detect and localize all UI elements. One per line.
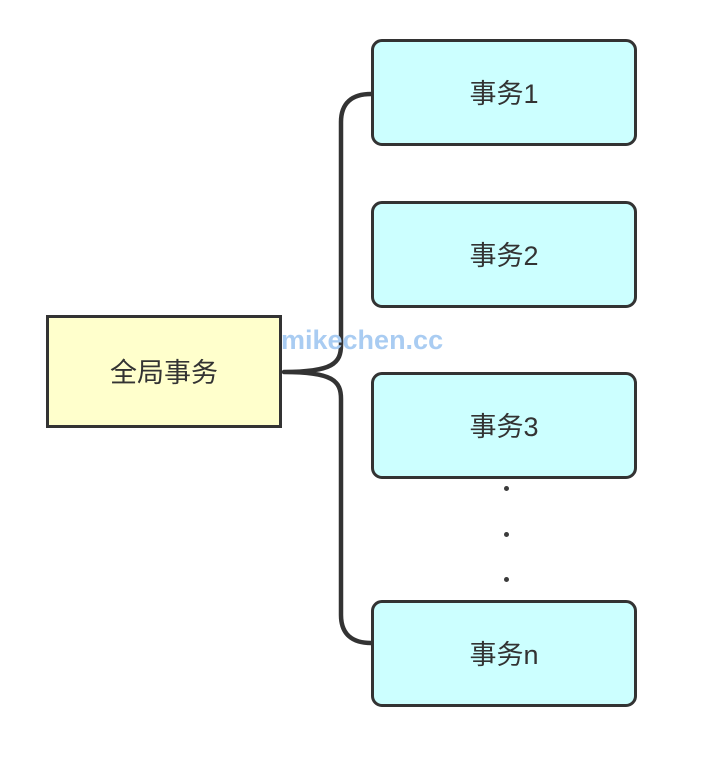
node-global-transaction-label: 全局事务 xyxy=(110,358,218,388)
node-transaction-n[interactable]: 事务n xyxy=(371,600,637,707)
ellipsis-dot xyxy=(503,577,509,582)
node-transaction-1[interactable]: 事务1 xyxy=(371,39,637,146)
vertical-ellipsis xyxy=(498,486,514,582)
ellipsis-dot xyxy=(503,486,509,491)
node-transaction-1-label: 事务1 xyxy=(469,79,539,109)
node-global-transaction[interactable]: 全局事务 xyxy=(46,315,282,428)
node-transaction-3[interactable]: 事务3 xyxy=(371,372,637,479)
node-transaction-n-label: 事务n xyxy=(469,640,539,670)
node-transaction-2-label: 事务2 xyxy=(469,241,539,271)
node-transaction-2[interactable]: 事务2 xyxy=(371,201,637,308)
watermark-text: mikechen.cc xyxy=(281,325,444,355)
node-transaction-3-label: 事务3 xyxy=(469,412,539,442)
ellipsis-dot xyxy=(503,531,509,537)
